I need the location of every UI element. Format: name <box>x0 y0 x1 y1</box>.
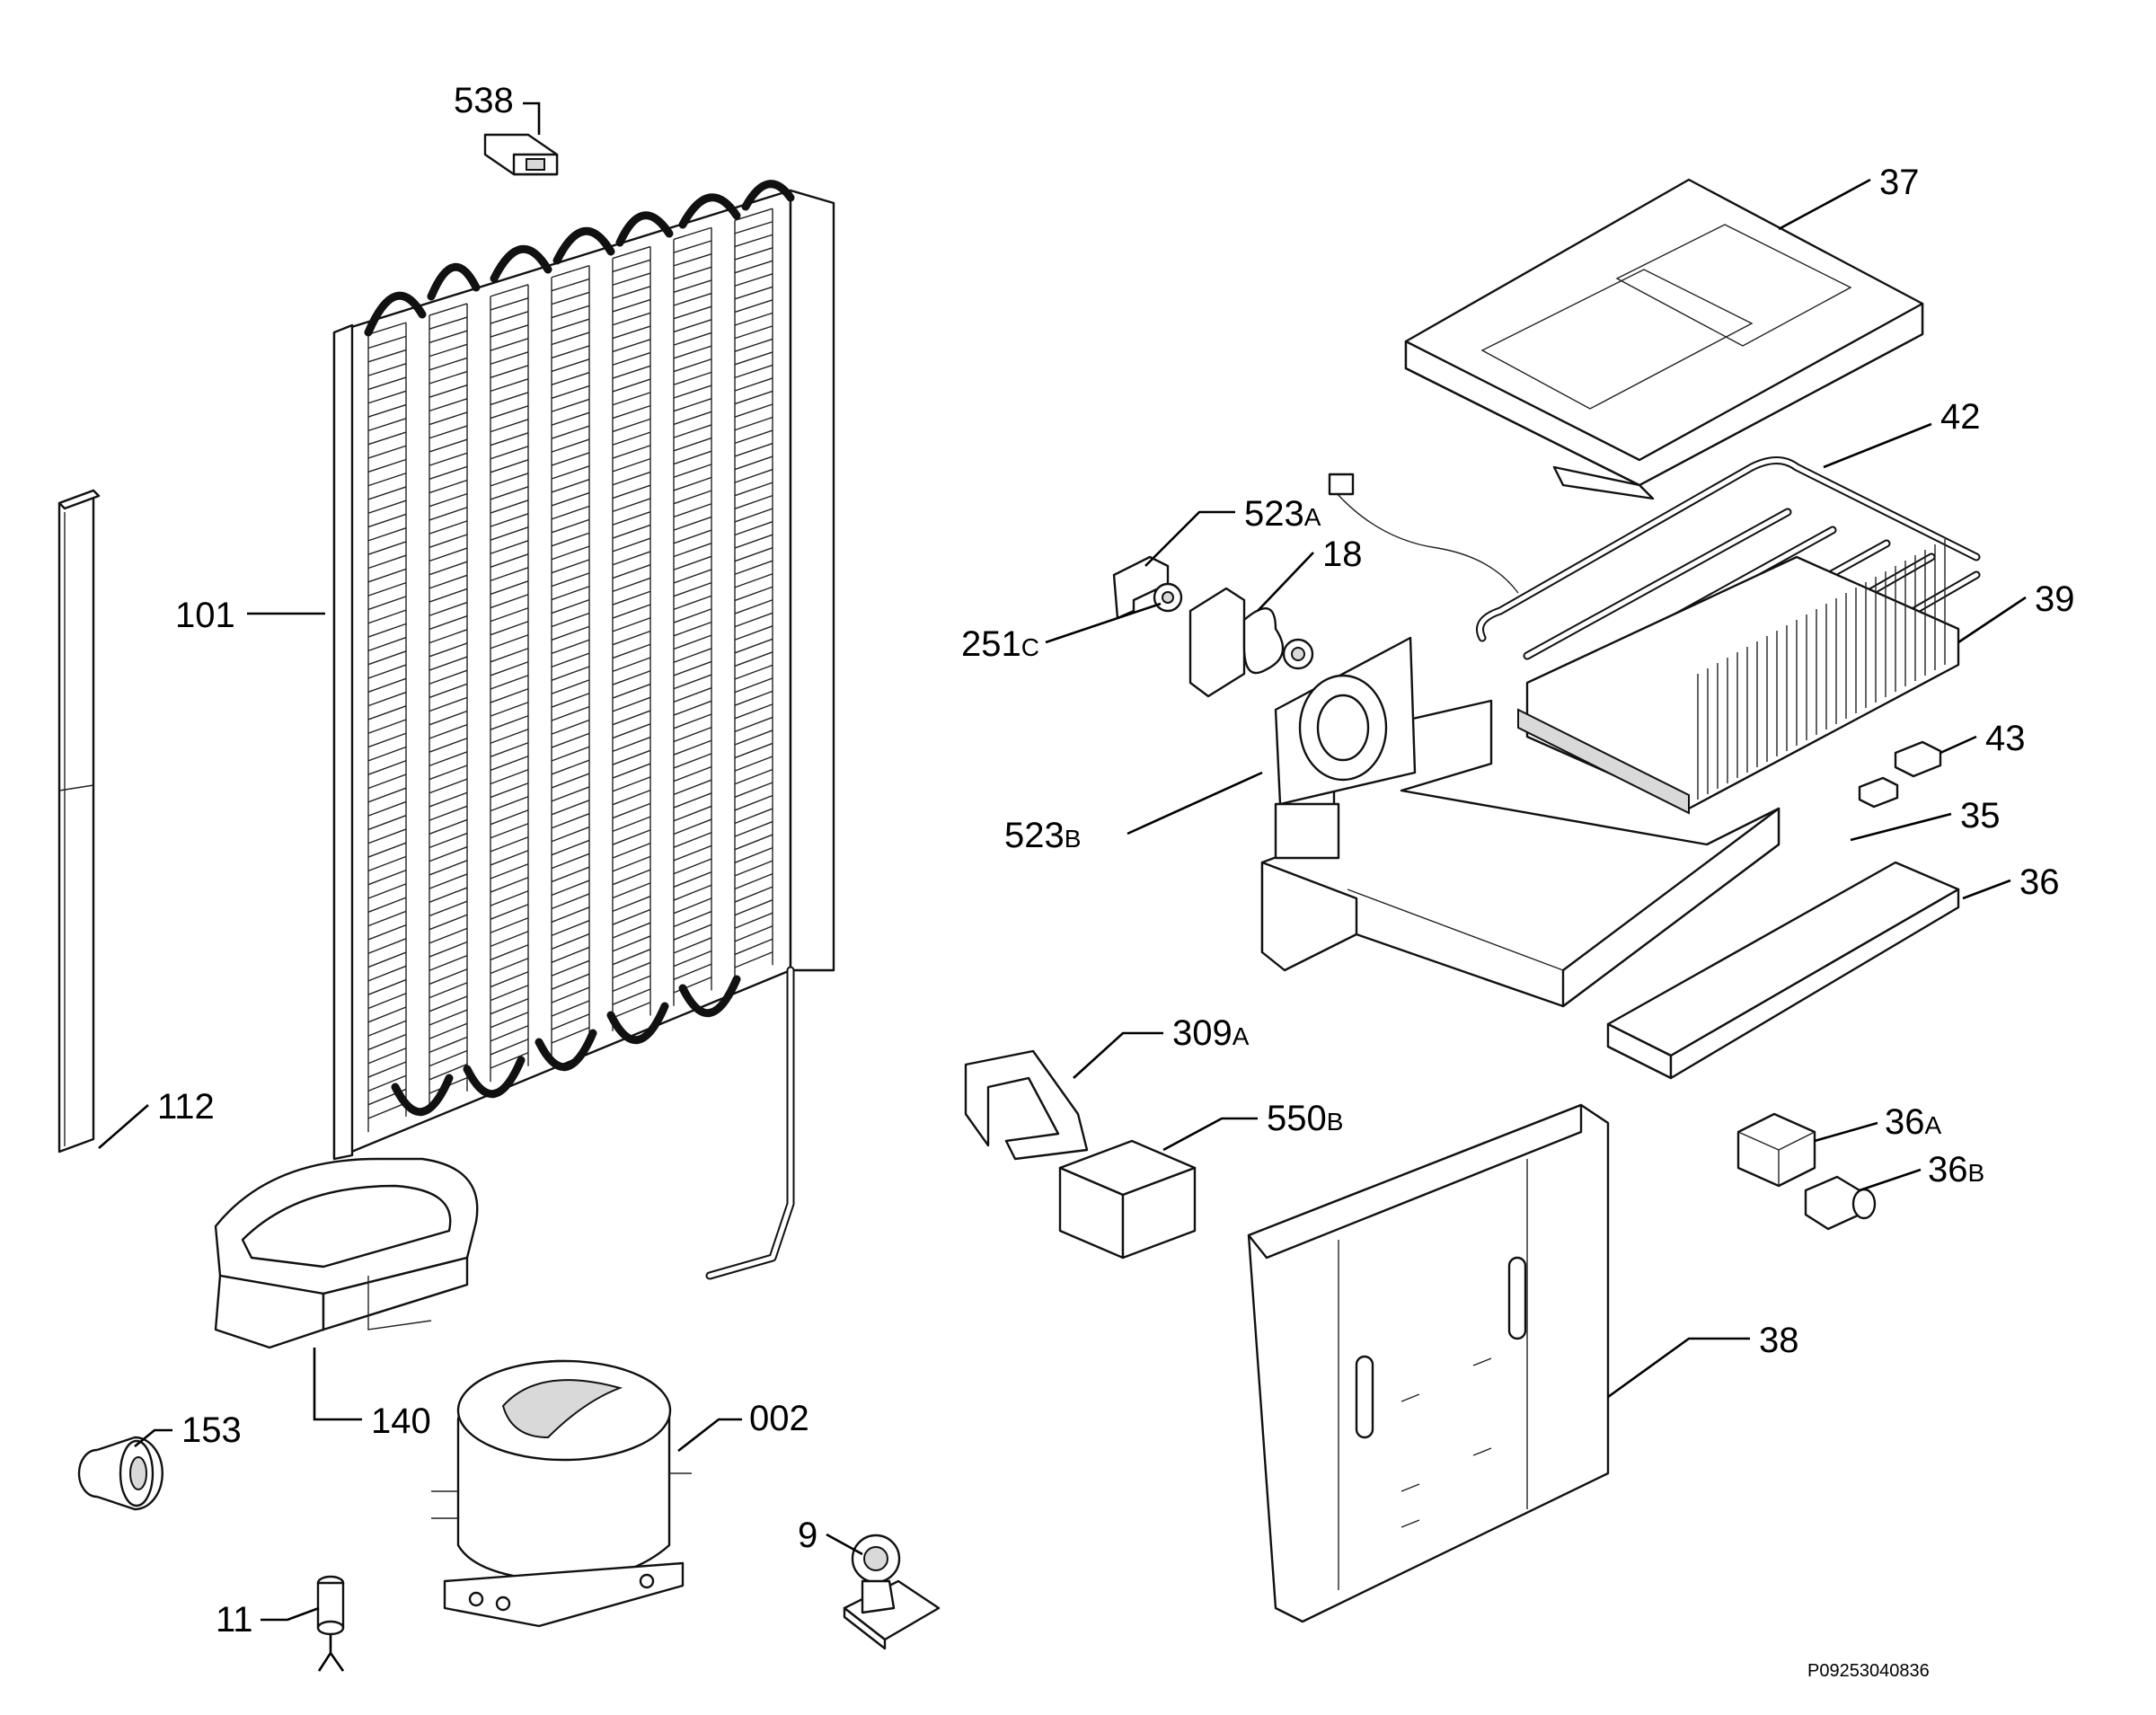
document-code: P09253040836 <box>1807 1661 1930 1681</box>
part-523b-fan-shroud <box>1274 636 1417 806</box>
callout-523b: 523B <box>1004 816 1081 855</box>
callout-43: 43 <box>1985 719 2026 758</box>
callout-112: 112 <box>157 1087 215 1127</box>
part-36b-button <box>1804 1175 1877 1231</box>
part-37-evaporator-cover <box>1404 178 1924 500</box>
callout-309a: 309A <box>1172 1013 1250 1053</box>
callout-550b: 550B <box>1267 1099 1343 1138</box>
callout-251c: 251C <box>961 624 1039 664</box>
callout-140: 140 <box>371 1401 431 1441</box>
part-101-condenser <box>332 180 835 1280</box>
callout-101: 101 <box>175 596 235 635</box>
part-36a-switch <box>1736 1112 1816 1188</box>
callout-538: 538 <box>454 81 514 120</box>
part-43-clips <box>1858 740 1942 809</box>
part-18-fan-motor <box>1188 587 1314 698</box>
part-251c-grommet <box>1153 582 1183 613</box>
callout-labels: 538 37 42 523A 18 101 251C 39 43 35 523B… <box>157 81 2075 1640</box>
callout-35: 35 <box>1960 796 2001 835</box>
part-309a-bracket <box>964 1049 1089 1161</box>
callout-38: 38 <box>1759 1321 1799 1360</box>
part-550b-box <box>1058 1139 1197 1260</box>
part-112-seal-strip <box>57 489 101 1154</box>
callout-11: 11 <box>216 1600 253 1640</box>
part-11-filter-drier <box>316 1575 345 1672</box>
part-38-rear-panel <box>1247 1103 1610 1623</box>
part-36-drain-channel <box>1606 861 1960 1080</box>
part-153-grommet <box>77 1436 163 1511</box>
callout-36b: 36B <box>1928 1150 1984 1189</box>
callout-18: 18 <box>1322 535 1363 574</box>
callout-153: 153 <box>181 1410 242 1450</box>
leader-lines <box>98 102 2027 1622</box>
callout-523a: 523A <box>1244 494 1321 534</box>
callout-36a: 36A <box>1885 1102 1942 1142</box>
part-9-clamp <box>843 1534 941 1650</box>
callout-9: 9 <box>798 1516 817 1555</box>
callout-002: 002 <box>749 1399 809 1438</box>
callout-36: 36 <box>2019 862 2060 902</box>
part-39-evaporator <box>1517 539 1960 815</box>
part-140-drip-tray <box>214 1157 479 1349</box>
part-538-clip <box>483 133 559 176</box>
callout-37: 37 <box>1879 163 1920 202</box>
callout-39: 39 <box>2035 579 2075 619</box>
part-002-compressor <box>431 1359 692 1628</box>
callout-42: 42 <box>1940 397 1981 437</box>
